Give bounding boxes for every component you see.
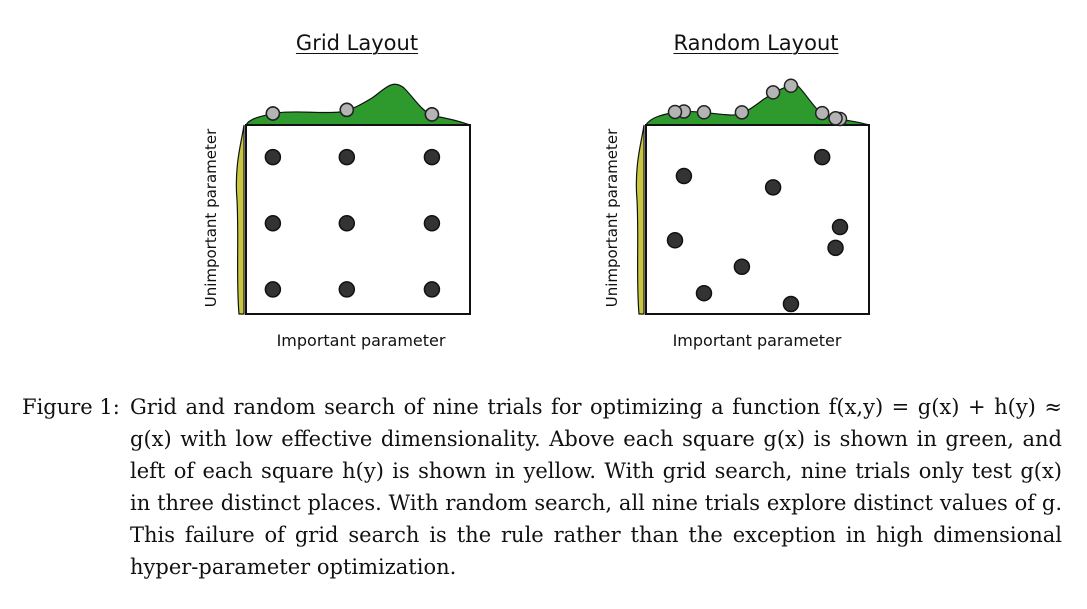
g-sample-marker (424, 107, 440, 122)
random-layout-title: Random Layout (673, 31, 839, 55)
trial-point (695, 284, 713, 302)
trial-point (423, 148, 441, 166)
caption-text: Grid and random search of nine trials fo… (130, 395, 1062, 579)
trial-point (764, 179, 782, 196)
g-sample-marker (265, 106, 281, 121)
trial-point (423, 215, 441, 232)
g-sample-marker (783, 78, 799, 94)
grid-x-axis-label: Important parameter (276, 331, 446, 350)
trial-point (782, 295, 800, 313)
trial-point (733, 258, 751, 275)
random-y-axis-label: Unimportant parameter (603, 128, 621, 308)
plots (235, 78, 870, 315)
h-function-curve (235, 124, 245, 315)
plot-frame (645, 124, 870, 315)
caption-label: Figure 1: (22, 395, 120, 419)
trial-point (338, 215, 356, 232)
trial-point (666, 232, 684, 249)
grid-layout-title: Grid Layout (295, 31, 419, 55)
trial-point (264, 215, 282, 232)
trial-point (264, 281, 282, 298)
figure-caption: Figure 1: Grid and random search of nine… (22, 391, 1062, 583)
trial-point (264, 148, 282, 166)
trial-point (827, 239, 844, 257)
g-sample-marker (765, 85, 781, 100)
trial-point (338, 281, 356, 298)
g-sample-marker (339, 102, 355, 118)
random-x-axis-label: Important parameter (672, 331, 842, 350)
h-function-curve (635, 124, 645, 315)
trial-point (338, 148, 356, 166)
g-sample-marker (696, 105, 712, 120)
trial-point (831, 218, 849, 236)
trial-point (423, 281, 441, 298)
random-layout-plot (635, 78, 870, 315)
grid-y-axis-label: Unimportant parameter (202, 128, 220, 308)
g-sample-marker (814, 105, 830, 121)
g-sample-marker (667, 104, 683, 120)
grid-layout-plot (235, 83, 471, 315)
g-sample-marker (734, 105, 750, 120)
g-sample-marker (828, 111, 843, 126)
trial-point (813, 148, 831, 166)
trial-point (675, 167, 693, 185)
figure: Grid Layout Random Layout Important para… (202, 31, 870, 350)
